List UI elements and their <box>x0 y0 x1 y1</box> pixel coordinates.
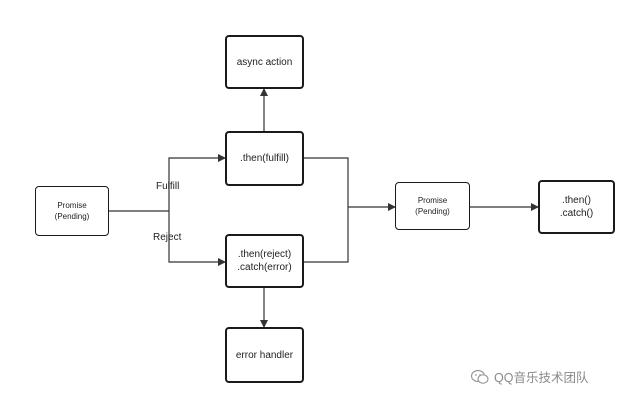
node-label: error handler <box>235 349 294 361</box>
watermark-text: QQ音乐技术团队 <box>494 371 589 385</box>
node-line: .catch(error) <box>237 262 292 273</box>
node-line: .then(reject) <box>237 249 292 260</box>
node-line: .then() <box>562 195 591 206</box>
then-reject-catch-node: .then(reject) .catch(error) <box>225 234 304 288</box>
edge-reject-merge <box>303 207 349 263</box>
then-fulfill-node: .then(fulfill) <box>225 131 304 186</box>
node-line: (Pending) <box>54 212 90 221</box>
reject-edge-label: Reject <box>153 232 182 243</box>
edge-reject <box>168 211 226 266</box>
async-action-node: async action <box>225 35 304 89</box>
edge-fulfill-merge <box>303 157 349 207</box>
fulfill-edge-label: Fulfill <box>156 181 180 192</box>
node-label: .then(fulfill) <box>240 153 289 164</box>
error-handler-node: error handler <box>225 327 304 383</box>
node-line: (Pending) <box>415 207 450 216</box>
node-line: .catch() <box>559 208 594 219</box>
edge-fulfill <box>168 154 226 211</box>
promise-pending-left-node: Promise (Pending) <box>35 186 109 236</box>
node-line: Promise <box>57 201 87 210</box>
promise-pending-right-node: Promise (Pending) <box>395 182 470 230</box>
watermark: QQ音乐技术团队 <box>470 367 588 386</box>
then-catch-node: .then() .catch() <box>538 180 615 234</box>
node-label: async action <box>236 56 293 68</box>
node-line: Promise <box>417 196 448 205</box>
wechat-icon <box>470 369 489 384</box>
